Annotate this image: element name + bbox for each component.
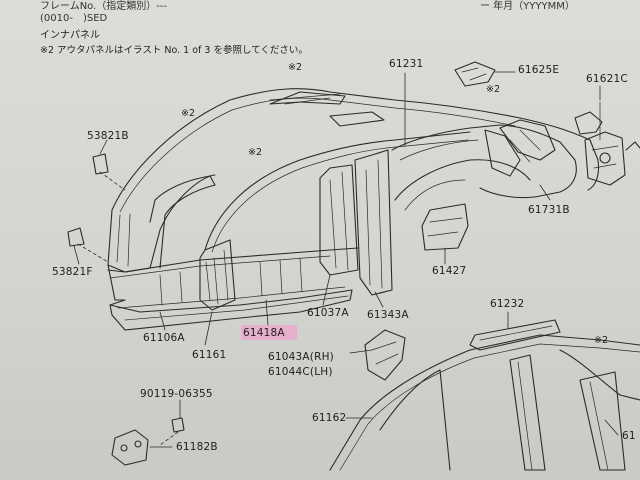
outer-panel-ref-marker: ※2 (594, 335, 609, 346)
part-label-61182b: 61182B (176, 441, 218, 453)
reference-note: ※2 アウタパネルはイラスト No. 1 of 3 を参照してください。 (40, 45, 308, 56)
part-label-61161: 61161 (192, 349, 227, 361)
outer-panel-ref-marker: ※2 (181, 108, 196, 119)
part-label-61043a: 61043A(RH) (268, 351, 334, 363)
part-label-61625e: 61625E (518, 64, 560, 76)
part-label-61-partial: 61 (622, 430, 636, 442)
part-label-61231: 61231 (389, 58, 424, 70)
part-label-61418a: 61418A (243, 327, 285, 339)
outer-panel-ref-marker: ※2 (248, 147, 263, 158)
part-label-61427: 61427 (432, 265, 467, 277)
date-note-label: ー 年月（YYYYMM） (480, 1, 575, 12)
part-label-61731b: 61731B (528, 204, 570, 216)
part-label-90119-06355: 90119-06355 (140, 388, 213, 400)
part-label-61232: 61232 (490, 298, 525, 310)
part-label-53821b: 53821B (87, 130, 129, 142)
part-label-61044c: 61044C(LH) (268, 366, 333, 378)
part-label-61037a: 61037A (307, 307, 349, 319)
part-label-53821f: 53821F (52, 266, 93, 278)
outer-panel-ref-marker: ※2 (486, 84, 501, 95)
part-label-61621c: 61621C (586, 73, 628, 85)
frame-number-label: フレームNo.（指定類別）--- (40, 1, 168, 12)
model-code-label: (0010- )SED (40, 13, 108, 24)
part-label-61162: 61162 (312, 412, 347, 424)
part-label-61106a: 61106A (143, 332, 185, 344)
part-label-61343a: 61343A (367, 309, 409, 321)
outer-panel-ref-marker: ※2 (288, 62, 303, 73)
roof-rail-outline (111, 88, 600, 211)
part-highlight-marker (241, 325, 297, 340)
section-title: インナパネル (40, 30, 100, 41)
